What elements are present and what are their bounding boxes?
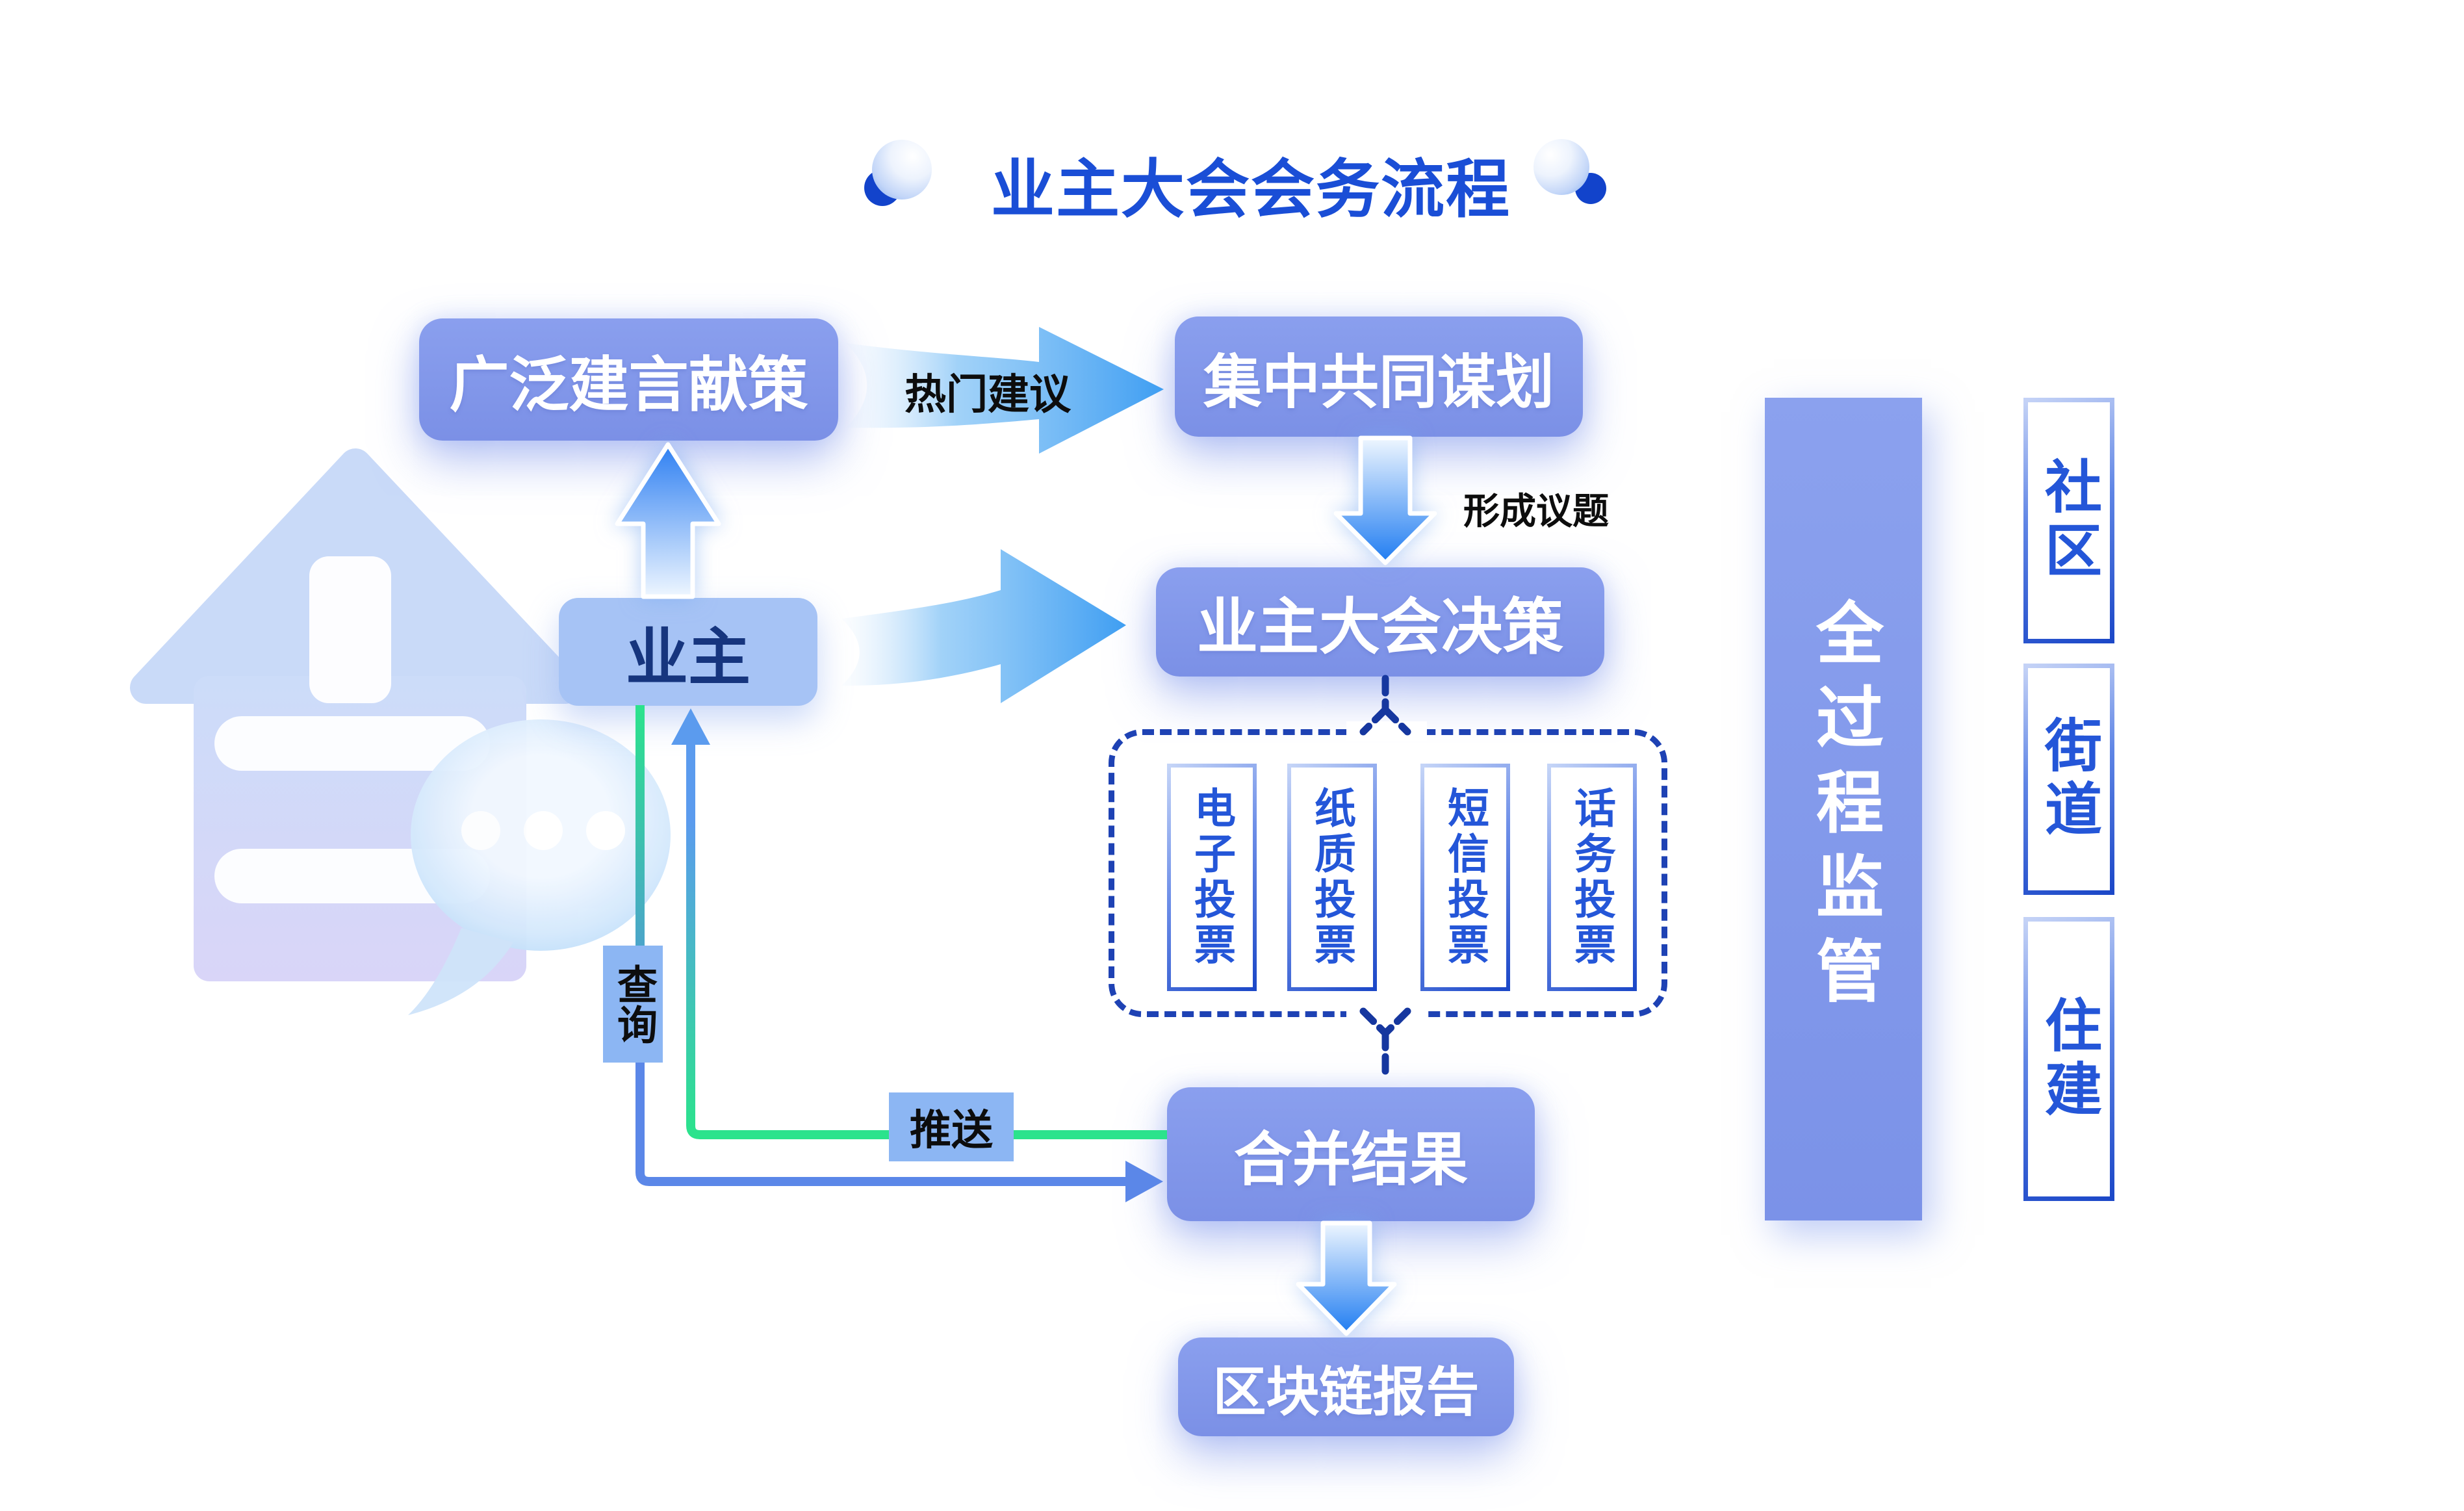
house-icon [130,448,582,981]
arrow-planning-to-decision [1333,435,1437,565]
title-deco-dot-right-light [1534,139,1589,195]
dashed-brace-bottom [1359,1007,1411,1076]
edge-label-hot-suggestions: 热门建议 [905,371,1071,418]
arrow-owner-to-decision [841,549,1126,703]
push-connector [671,708,1167,1139]
supervision-bar-label: 全过程监管 [1805,598,1881,1020]
node-blockchain-report: 区块链报告 [1178,1337,1514,1436]
node-owner: 业主 [559,598,817,706]
voting-method-label: 纸质投票 [1309,786,1355,968]
edge-label-push: 推送 [889,1092,1014,1161]
arrow-head-up-icon [671,708,710,745]
push-label-text: 推送 [910,1107,993,1154]
voting-method-label: 话务投票 [1569,786,1615,968]
voting-method-sms: 短信投票 [1420,764,1510,991]
node-merged-result: 合并结果 [1167,1087,1535,1221]
query-label-text: 查询 [611,964,656,1044]
agency-label: 社区 [2036,457,2101,584]
arrow-head-right-icon [1125,1161,1163,1202]
voting-method-phone: 话务投票 [1547,764,1637,991]
agency-label: 住建 [2036,995,2101,1123]
agency-community: 社区 [2023,398,2114,643]
agency-housing: 住建 [2023,917,2114,1201]
supervision-bar: 全过程监管 [1765,398,1922,1220]
edge-label-form-topics: 形成议题 [1463,491,1609,532]
house-door [309,556,391,703]
voting-method-label: 电子投票 [1188,786,1235,968]
agency-street: 街道 [2023,664,2114,895]
dashed-brace-top [1359,675,1411,736]
node-owners-meeting-decision: 业主大会决策 [1156,567,1604,677]
arrow-owner-to-suggestions [615,442,721,599]
voting-method-paper: 纸质投票 [1287,764,1377,991]
agency-label: 街道 [2036,716,2101,843]
title-deco-dot-left-light [872,140,932,200]
voting-method-label: 短信投票 [1442,786,1489,968]
voting-method-electronic: 电子投票 [1167,764,1257,991]
page-title: 业主大会会务流程 [990,153,1511,225]
node-joint-planning: 集中共同谋划 [1175,316,1583,437]
arrow-merge-to-blockchain [1296,1220,1397,1336]
edge-label-query: 查询 [603,946,663,1063]
node-broad-suggestions: 广泛建言献策 [419,318,838,441]
